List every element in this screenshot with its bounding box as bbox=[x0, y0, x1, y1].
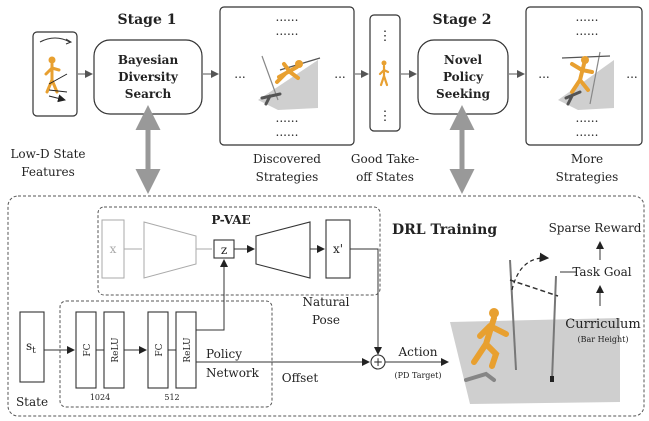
arrow-natural-pose-to-sum bbox=[350, 248, 382, 355]
highjump-scene bbox=[450, 252, 620, 404]
fc2-size: 512 bbox=[164, 393, 179, 402]
more-caption-line1: More bbox=[571, 152, 603, 166]
fc1-size: 1024 bbox=[90, 393, 110, 402]
more-dots-top2: ...... bbox=[576, 24, 599, 38]
more-strategies-box bbox=[525, 6, 643, 146]
more-caption-line2: Strategies bbox=[556, 170, 619, 184]
drl-training-frame bbox=[7, 195, 645, 417]
fc2-label: FC bbox=[155, 343, 165, 356]
takeoff-caption-line2: off States bbox=[356, 170, 414, 184]
pvae-xprime-output bbox=[325, 219, 351, 279]
lowd-state-icon bbox=[32, 31, 78, 117]
stage2-title: Stage 2 bbox=[433, 12, 492, 28]
fc1-label: FC bbox=[83, 343, 93, 356]
policy-network-line1: Policy bbox=[206, 347, 242, 361]
natural-pose-line2: Pose bbox=[312, 313, 340, 327]
state-label: State bbox=[16, 395, 48, 409]
pvae-encoder bbox=[143, 221, 197, 279]
drl-training-title: DRL Training bbox=[392, 222, 497, 238]
pvae-decoder bbox=[255, 221, 311, 279]
curriculum-label: Curriculum bbox=[565, 317, 640, 332]
lowd-caption-line1: Low-D State bbox=[10, 147, 85, 161]
takeoff-dots-bottom: ⋮ bbox=[379, 109, 392, 124]
relu2-layer bbox=[175, 311, 197, 389]
state-block bbox=[19, 311, 45, 383]
discovered-dots-bottom: ...... bbox=[276, 111, 299, 125]
takeoff-dots-top: ⋮ bbox=[379, 29, 392, 44]
pvae-x-label: x bbox=[110, 242, 117, 256]
discovered-dots-top2: ...... bbox=[276, 24, 299, 38]
takeoff-caption-line1: Good Take- bbox=[351, 152, 419, 166]
stage2-line3: Seeking bbox=[436, 87, 491, 101]
discovered-strategies-box bbox=[219, 6, 355, 146]
state-st: st bbox=[26, 339, 36, 356]
more-dots-top: ...... bbox=[576, 10, 599, 24]
discovered-caption-line1: Discovered bbox=[253, 152, 321, 166]
arrow-policy-to-z bbox=[196, 259, 228, 331]
sum-plus: + bbox=[373, 355, 383, 369]
discovered-dots-top: ...... bbox=[276, 10, 299, 24]
stage1-title: Stage 1 bbox=[118, 12, 177, 28]
lowd-caption-line2: Features bbox=[21, 165, 74, 179]
discovered-dots-bottom2: ...... bbox=[276, 125, 299, 139]
policy-network-line2: Network bbox=[206, 366, 260, 380]
more-dots-bottom2: ...... bbox=[576, 125, 599, 139]
pvae-xprime-label: x' bbox=[333, 242, 343, 256]
relu1-label: ReLU bbox=[111, 337, 121, 363]
stage1-line1: Bayesian bbox=[118, 53, 179, 67]
stage2-line1: Novel bbox=[444, 53, 483, 67]
pvae-frame bbox=[97, 206, 381, 296]
action-label: Action bbox=[398, 345, 438, 359]
discovered-caption-line2: Strategies bbox=[256, 170, 319, 184]
pvae-title: P-VAE bbox=[211, 213, 250, 227]
more-dots-bottom: ...... bbox=[576, 111, 599, 125]
natural-pose-line1: Natural bbox=[303, 295, 350, 309]
stage1-line2: Diversity bbox=[118, 70, 179, 84]
pvae-z-label: z bbox=[221, 243, 227, 257]
task-goal-label: Task Goal bbox=[572, 265, 631, 279]
more-dots-right: ... bbox=[626, 67, 637, 81]
more-dots-left: ... bbox=[538, 67, 549, 81]
bar-height-label: (Bar Height) bbox=[577, 335, 628, 344]
stage2-line2: Policy bbox=[443, 70, 484, 84]
discovered-dots-left: ... bbox=[234, 67, 245, 81]
relu2-label: ReLU bbox=[183, 337, 193, 363]
sparse-reward-label: Sparse Reward bbox=[549, 221, 642, 235]
offset-label: Offset bbox=[282, 371, 319, 385]
discovered-dots-right: ... bbox=[334, 67, 345, 81]
takeoff-states-box bbox=[369, 14, 401, 132]
stage1-line3: Search bbox=[125, 87, 172, 101]
policy-network-frame bbox=[59, 300, 273, 408]
pd-target-label: (PD Target) bbox=[395, 371, 442, 380]
